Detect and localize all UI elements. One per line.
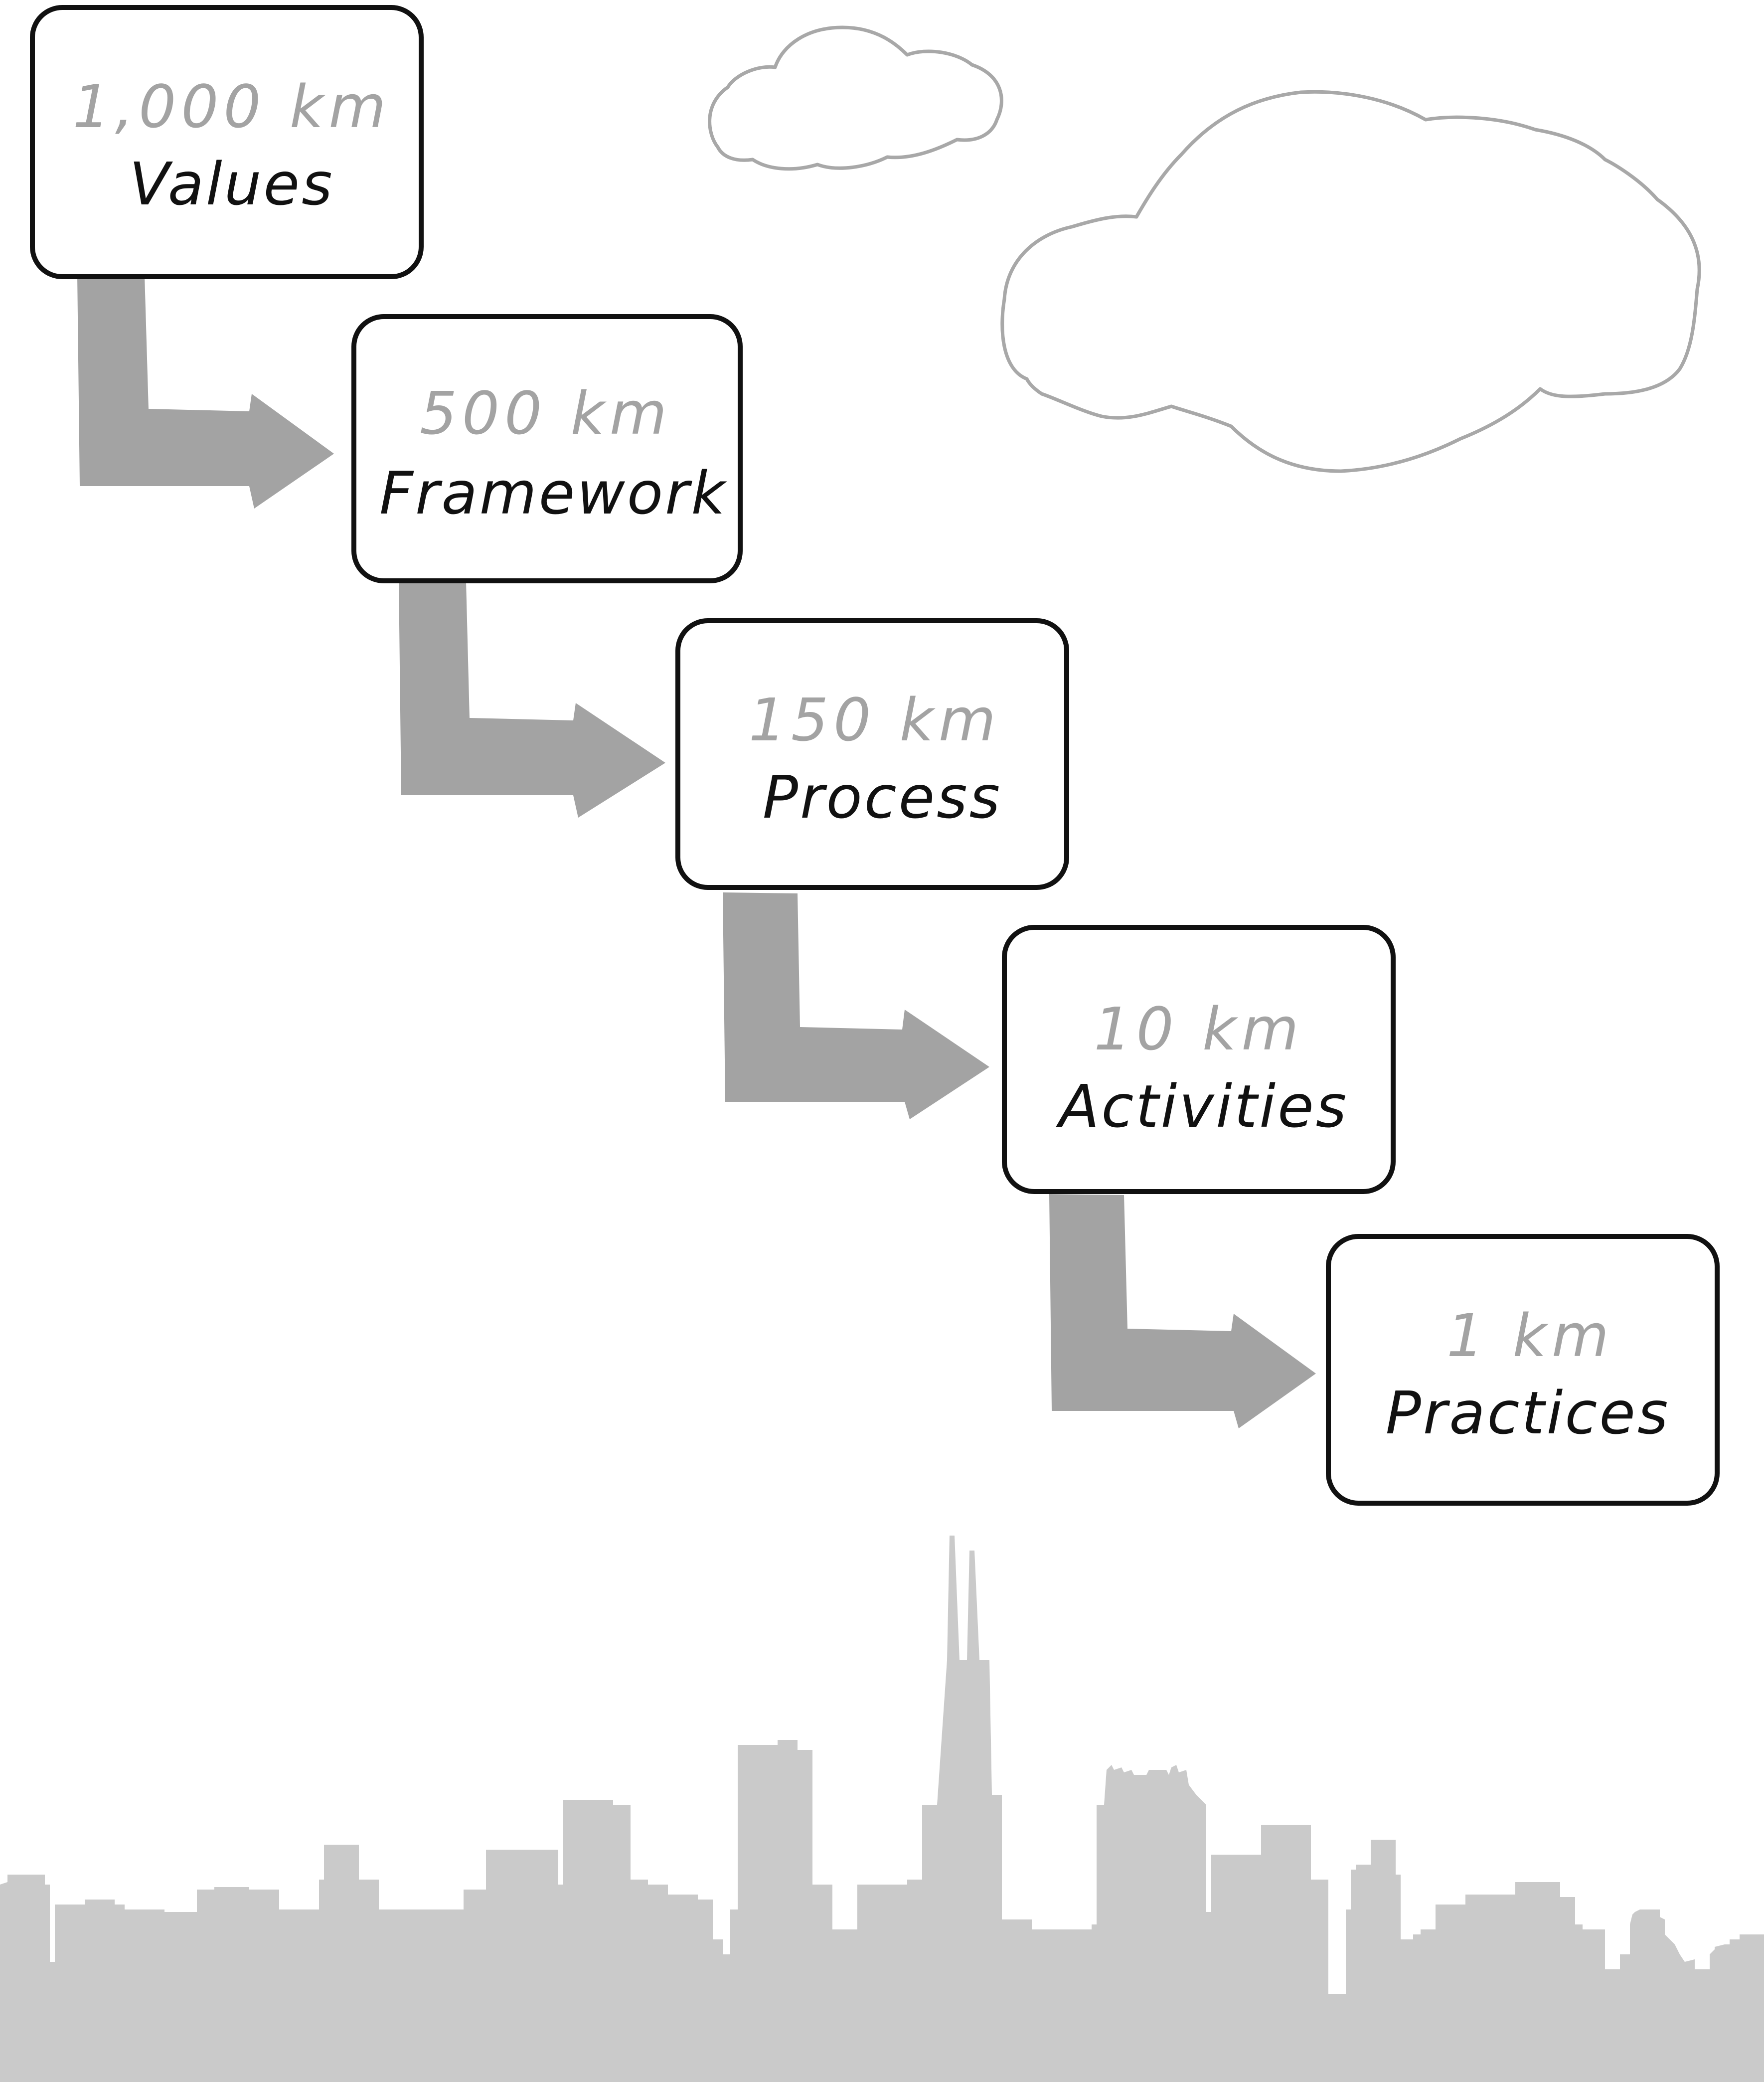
step-distance: 150 km [749,686,1001,754]
arrow-framework-to-process [399,581,665,818]
city-skyline-icon [0,1536,1764,2082]
step-distance: 1 km [1446,1301,1614,1370]
step-label: Practices [1386,1379,1670,1447]
step-box-values: 1,000 km Values [30,5,424,279]
step-label: Values [129,150,334,218]
step-box-practices: 1 km Practices [1326,1234,1720,1506]
step-label: Activities [1056,1072,1348,1141]
step-label: Process [763,763,1002,832]
step-box-activities: 10 km Activities [1002,925,1396,1194]
step-distance: 500 km [420,379,672,448]
arrow-activities-to-practices [1049,1194,1316,1428]
arrow-process-to-activities [723,892,989,1119]
step-label: Framework [379,459,727,527]
step-box-framework: 500 km Framework [351,314,743,583]
step-distance: 1,000 km [73,72,391,141]
small-cloud-icon [708,25,1003,171]
arrow-values-to-framework [77,274,334,509]
step-distance: 10 km [1094,995,1304,1063]
large-cloud-icon [1000,90,1701,473]
step-box-process: 150 km Process [675,618,1069,890]
